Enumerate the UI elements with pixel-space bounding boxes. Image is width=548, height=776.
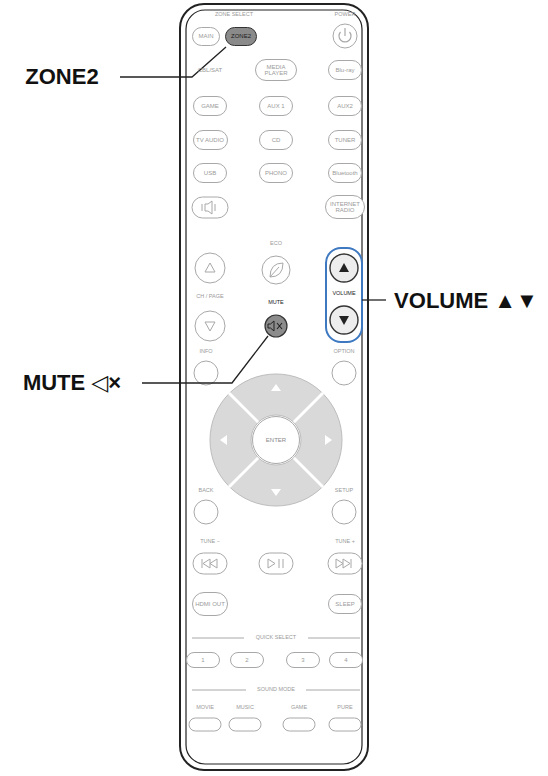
remote-button: PHONO bbox=[259, 163, 293, 183]
remote-button: 2 bbox=[230, 652, 264, 668]
remote-button: 1 bbox=[186, 652, 220, 668]
button-label: POWER bbox=[335, 12, 356, 18]
enter-button: ENTER bbox=[252, 416, 300, 464]
button-label: 1 bbox=[201, 657, 204, 663]
button-label: TUNER bbox=[335, 137, 356, 143]
group-label: ZONE SELECT bbox=[215, 12, 253, 18]
button-label: USB bbox=[204, 170, 216, 176]
button-label: PURE bbox=[337, 705, 352, 711]
button-label: ENTER bbox=[266, 437, 286, 443]
button-label: MEDIA PLAYER bbox=[256, 64, 296, 77]
button-label: BACK bbox=[199, 488, 214, 494]
button-label: TUNE + bbox=[335, 539, 355, 545]
remote-button: TV AUDIO bbox=[193, 130, 228, 150]
remote-button: 4 bbox=[329, 652, 363, 668]
remote-button: AUX2 bbox=[328, 96, 362, 116]
button-label: VOLUME bbox=[332, 291, 355, 297]
remote-button: 3 bbox=[286, 652, 320, 668]
button-label: INFO bbox=[199, 349, 212, 355]
group-label: SOUND MODE bbox=[257, 687, 295, 693]
button-label: CD bbox=[272, 137, 281, 143]
remote-button: MAIN bbox=[192, 27, 220, 46]
remote-button: GAME bbox=[193, 96, 227, 116]
group-label: QUICK SELECT bbox=[256, 635, 296, 641]
button-label: Blu-ray bbox=[335, 67, 354, 73]
button-label: 3 bbox=[301, 657, 304, 663]
button-label: AUX2 bbox=[337, 103, 353, 109]
remote-button: Bluetooth bbox=[328, 163, 362, 183]
button-label: SLEEP bbox=[335, 601, 354, 607]
callout-label: VOLUME ▲▼ bbox=[394, 290, 538, 312]
button-label: CH / PAGE bbox=[196, 294, 223, 300]
callout-label: ZONE2 bbox=[25, 66, 98, 88]
remote-button: SLEEP bbox=[328, 594, 362, 614]
button-label: MUTE bbox=[268, 300, 284, 306]
button-label: CBL/SAT bbox=[198, 67, 223, 73]
button-label: PHONO bbox=[265, 170, 287, 176]
button-label: ECO bbox=[270, 241, 282, 247]
button-label: SETUP bbox=[335, 488, 353, 494]
callout-label: MUTE ◁× bbox=[23, 372, 121, 394]
button-label: INTERNET RADIO bbox=[326, 201, 364, 214]
button-label: TV AUDIO bbox=[196, 137, 224, 143]
remote-button: CD bbox=[259, 130, 293, 150]
button-label: GAME bbox=[201, 103, 219, 109]
button-label: MUSIC bbox=[236, 705, 254, 711]
remote-button: HDMI OUT bbox=[192, 592, 228, 616]
remote-button: INTERNET RADIO bbox=[325, 195, 365, 219]
remote-button: ZONE2 bbox=[225, 27, 257, 46]
remote-button: AUX 1 bbox=[259, 96, 293, 116]
button-label: MOVIE bbox=[196, 705, 214, 711]
remote-button: USB bbox=[193, 163, 227, 183]
remote-button: MEDIA PLAYER bbox=[255, 59, 297, 81]
button-label: HDMI OUT bbox=[195, 601, 225, 607]
remote-button: TUNER bbox=[328, 130, 362, 150]
button-label: 4 bbox=[344, 657, 347, 663]
button-label: TUNE − bbox=[200, 539, 220, 545]
button-label: AUX 1 bbox=[267, 103, 284, 109]
remote-button: Blu-ray bbox=[328, 60, 362, 80]
button-label: 2 bbox=[245, 657, 248, 663]
button-label: ZONE2 bbox=[231, 33, 251, 39]
button-label: Bluetooth bbox=[332, 170, 357, 176]
button-label: MAIN bbox=[199, 33, 214, 39]
button-label: OPTION bbox=[333, 349, 354, 355]
button-label: GAME bbox=[291, 705, 307, 711]
